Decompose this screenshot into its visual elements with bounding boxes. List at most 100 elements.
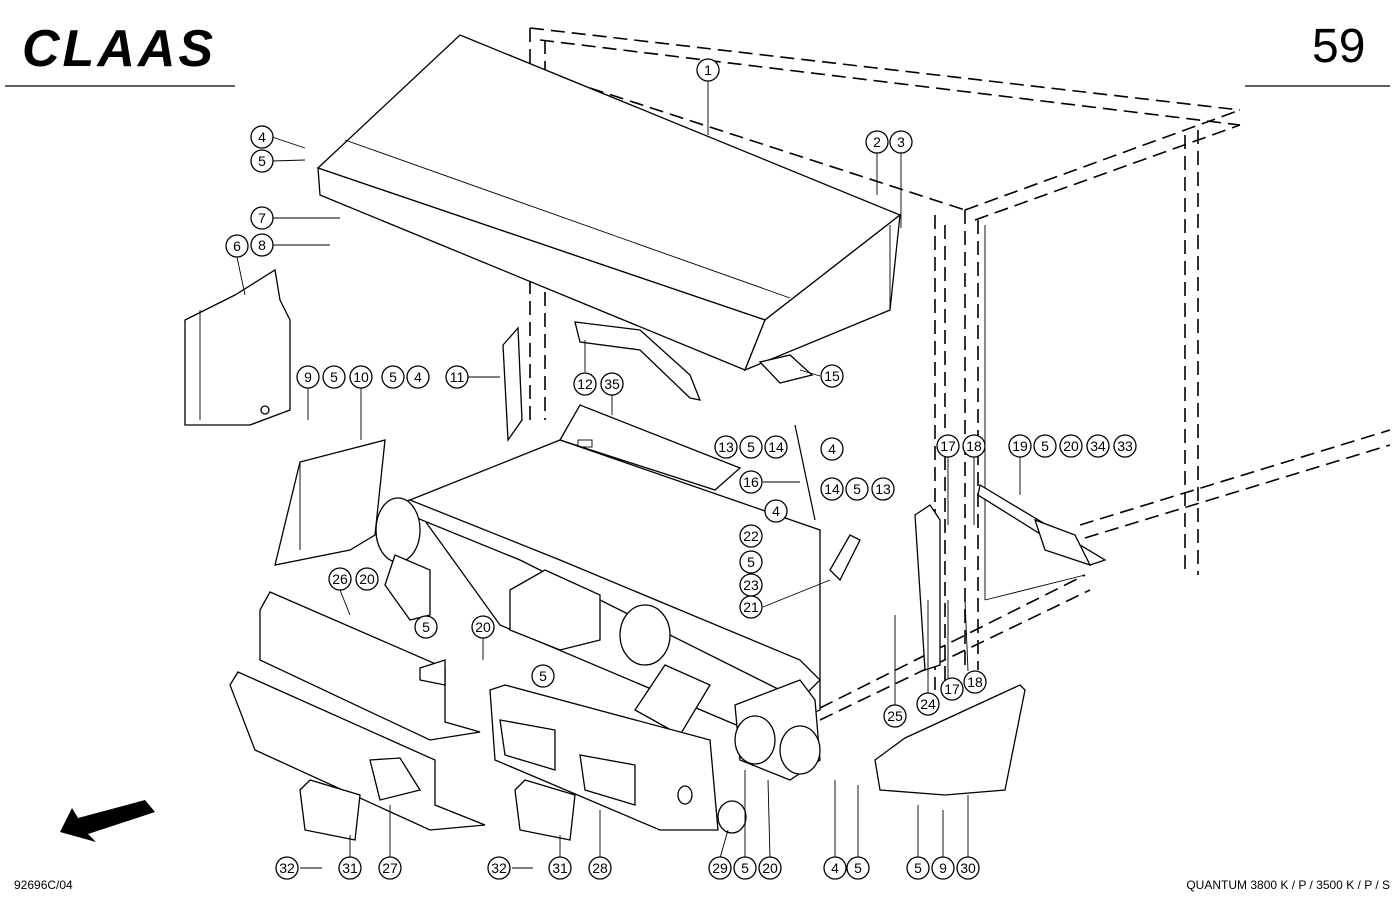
callout: 7 [250, 206, 274, 230]
footer: 92696C/04 QUANTUM 3800 K / P / 3500 K / … [14, 878, 1390, 892]
bracket-part-10 [274, 439, 386, 566]
svg-text:5: 5 [1041, 438, 1049, 454]
main-frame-assembly [375, 439, 821, 781]
header: CLAAS 59 [5, 20, 1390, 87]
callout: 4 [823, 856, 847, 880]
callout: 21 [739, 595, 763, 619]
callout: 18 [963, 670, 987, 694]
svg-text:20: 20 [1063, 438, 1079, 454]
callout: 22 [739, 524, 763, 548]
callout: 19 [1008, 434, 1032, 458]
guard-part-30 [874, 684, 1026, 796]
guard-part-26 [259, 591, 481, 741]
svg-text:22: 22 [743, 528, 759, 544]
callout: 30 [956, 856, 980, 880]
angle-part-12 [574, 321, 702, 401]
svg-text:5: 5 [422, 619, 430, 635]
callout: 8 [250, 233, 274, 257]
callout: 17 [936, 434, 960, 458]
callout: 5 [414, 615, 438, 639]
callout: 5 [250, 149, 274, 173]
callout: 5 [739, 550, 763, 574]
callout: 5 [531, 664, 555, 688]
svg-text:12: 12 [577, 376, 593, 392]
svg-text:13: 13 [875, 481, 891, 497]
callout: 17 [940, 677, 964, 701]
svg-text:9: 9 [939, 860, 947, 876]
svg-text:5: 5 [914, 860, 922, 876]
machine-frame-outline [529, 27, 1391, 721]
svg-text:4: 4 [772, 503, 780, 519]
callout: 34 [1086, 434, 1110, 458]
svg-text:14: 14 [768, 439, 784, 455]
callout: 25 [883, 704, 907, 728]
callout: 13 [714, 435, 738, 459]
callout: 5 [846, 856, 870, 880]
svg-text:31: 31 [342, 860, 358, 876]
svg-text:8: 8 [258, 237, 266, 253]
svg-text:25: 25 [887, 708, 903, 724]
callout: 4 [250, 125, 274, 149]
callout: 5 [322, 365, 346, 389]
svg-text:5: 5 [747, 554, 755, 570]
callout: 12 [573, 372, 597, 396]
callout: 20 [758, 856, 782, 880]
callout: 23 [739, 573, 763, 597]
callout: 18 [962, 434, 986, 458]
svg-text:1: 1 [704, 62, 712, 78]
lamp-part-31-left [299, 779, 361, 841]
callout: 27 [378, 856, 402, 880]
svg-text:5: 5 [854, 860, 862, 876]
svg-text:20: 20 [762, 860, 778, 876]
callout: 10 [349, 365, 373, 389]
callout: 35 [600, 372, 624, 396]
callout: 4 [820, 437, 844, 461]
svg-text:19: 19 [1012, 438, 1028, 454]
model-line: QUANTUM 3800 K / P / 3500 K / P / S [1186, 878, 1390, 892]
callout: 1 [696, 58, 720, 82]
svg-text:18: 18 [967, 674, 983, 690]
callout: 5 [906, 856, 930, 880]
callout: 28 [588, 856, 612, 880]
svg-text:14: 14 [824, 481, 840, 497]
svg-text:5: 5 [853, 481, 861, 497]
svg-text:13: 13 [718, 439, 734, 455]
side-panel-part-6 [184, 268, 291, 426]
svg-text:18: 18 [966, 438, 982, 454]
svg-text:31: 31 [552, 860, 568, 876]
svg-text:23: 23 [743, 577, 759, 593]
svg-text:4: 4 [828, 441, 836, 457]
callout: 4 [406, 365, 430, 389]
svg-text:29: 29 [712, 860, 728, 876]
callout: 3 [889, 130, 913, 154]
hood-cover-part-1 [316, 34, 902, 372]
svg-text:28: 28 [592, 860, 608, 876]
svg-text:27: 27 [382, 860, 398, 876]
svg-text:21: 21 [743, 599, 759, 615]
callout: 32 [275, 856, 299, 880]
svg-text:6: 6 [233, 238, 241, 254]
svg-text:4: 4 [414, 369, 422, 385]
bracket-part-19 [977, 483, 1107, 567]
svg-text:20: 20 [359, 571, 375, 587]
callout: 14 [764, 435, 788, 459]
callout: 31 [548, 856, 572, 880]
gas-strut-part-16 [794, 424, 816, 521]
callout: 24 [916, 692, 940, 716]
svg-text:30: 30 [960, 860, 976, 876]
svg-text:16: 16 [743, 474, 759, 490]
svg-text:9: 9 [304, 369, 312, 385]
callout: 26 [328, 567, 352, 591]
pad-strip-part-15 [758, 354, 814, 384]
cap-part-29 [717, 800, 747, 834]
housing-part-28 [489, 684, 719, 831]
guard-part-27 [229, 671, 486, 831]
callout: 16 [739, 470, 763, 494]
svg-text:5: 5 [330, 369, 338, 385]
svg-text:35: 35 [604, 376, 620, 392]
callout: 14 [820, 477, 844, 501]
drawing-code: 92696C/04 [14, 878, 73, 892]
direction-arrow-icon [60, 800, 155, 842]
page-number: 59 [1312, 20, 1365, 73]
